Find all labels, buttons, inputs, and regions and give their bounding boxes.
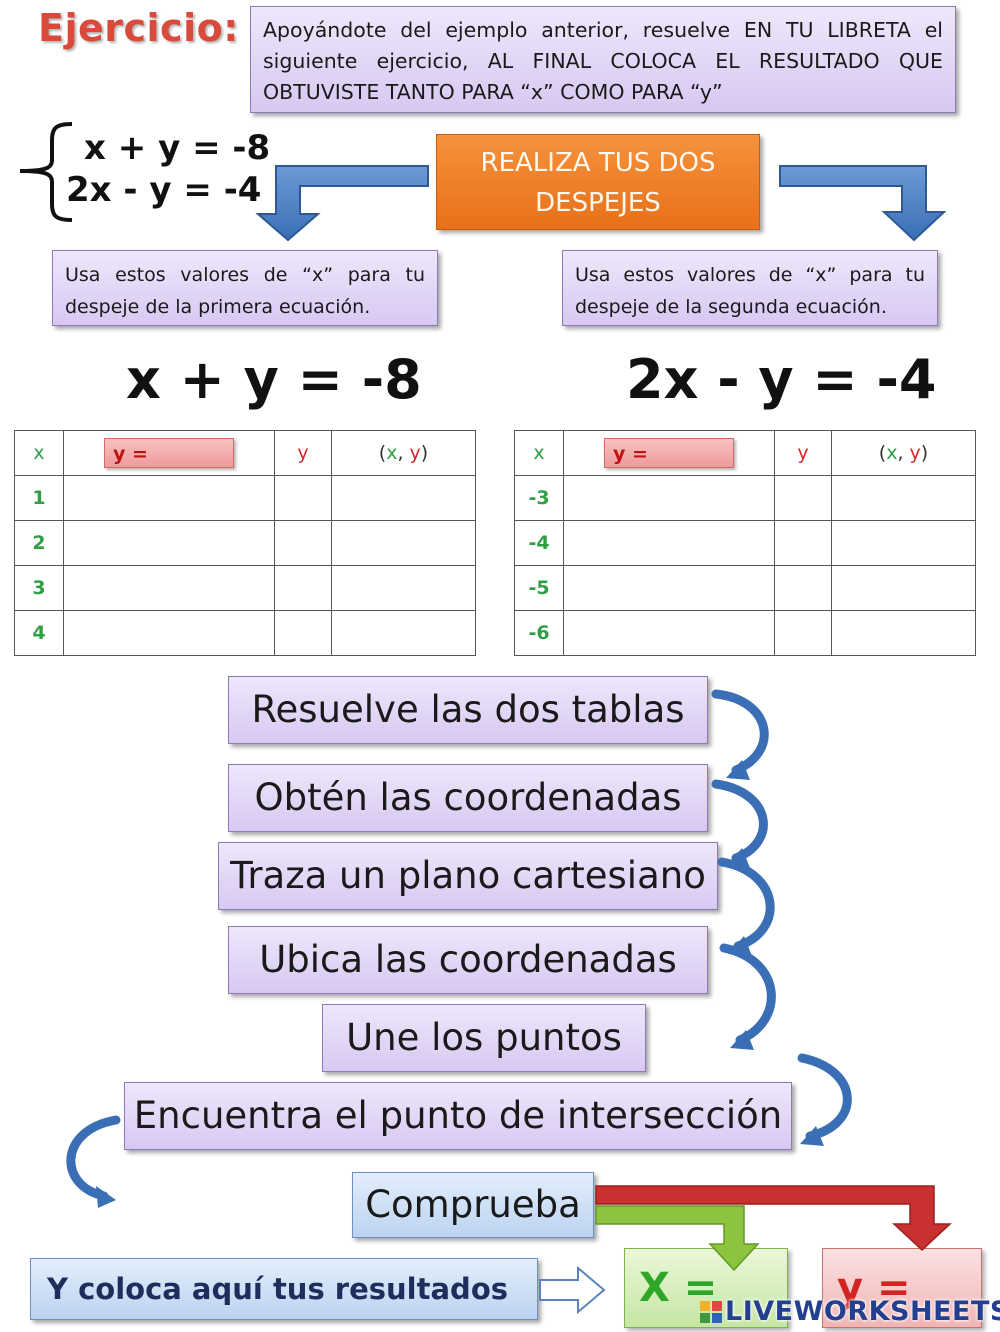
- table1-equation: x + y = -8: [126, 348, 422, 411]
- header-x: x: [514, 430, 564, 476]
- step-draw-plane: Traza un plano cartesiano: [218, 842, 718, 910]
- table-header-row: x y = y (x, y): [514, 430, 976, 476]
- brace-icon: [19, 122, 73, 222]
- pair-open: (: [878, 442, 887, 464]
- values-table-1: x y = y (x, y) 1 2 3 4: [14, 430, 476, 656]
- pair-x: x: [886, 442, 898, 464]
- x-value: -5: [514, 565, 564, 611]
- step-get-coordinates: Obtén las coordenadas: [228, 764, 708, 832]
- table-row: 4: [14, 610, 476, 656]
- y-result-field[interactable]: y =: [822, 1248, 982, 1328]
- system-equation-1: x + y = -8: [84, 128, 271, 168]
- y-cell[interactable]: [774, 610, 832, 656]
- step-join-points: Une los puntos: [322, 1004, 646, 1072]
- x-value: 1: [14, 475, 64, 521]
- table-header-row: x y = y (x, y): [14, 430, 476, 476]
- green-connector-arrow-icon: [595, 1205, 760, 1272]
- header-y: y: [274, 430, 332, 476]
- check-box: Comprueba: [352, 1172, 594, 1238]
- step-find-intersection: Encuentra el punto de intersección: [124, 1082, 792, 1150]
- y-equation-input[interactable]: y =: [104, 438, 234, 468]
- instructions-box: Apoyándote del ejemplo anterior, resuelv…: [250, 6, 956, 113]
- y-cell[interactable]: [774, 565, 832, 611]
- x-value: -4: [514, 520, 564, 566]
- outline-arrow-right-icon: [539, 1265, 606, 1315]
- red-connector-arrow-icon: [595, 1185, 952, 1252]
- table-row: 2: [14, 520, 476, 566]
- bent-arrow-left-icon: [255, 165, 429, 242]
- pair-open: (: [378, 442, 387, 464]
- pair-sep: ,: [897, 442, 910, 464]
- x-value: 4: [14, 610, 64, 656]
- y-cell[interactable]: [774, 520, 832, 566]
- pair-cell[interactable]: [831, 610, 976, 656]
- page-title: Ejercicio:: [38, 6, 239, 50]
- system-equation-2: 2x - y = -4: [66, 170, 262, 210]
- y-cell[interactable]: [774, 475, 832, 521]
- table2-equation: 2x - y = -4: [626, 348, 937, 411]
- header-x: x: [14, 430, 64, 476]
- y-equation-cell[interactable]: [63, 610, 275, 656]
- y-cell[interactable]: [274, 565, 332, 611]
- pair-cell[interactable]: [331, 610, 476, 656]
- step-place-coordinates: Ubica las coordenadas: [228, 926, 708, 994]
- y-equation-cell[interactable]: [63, 565, 275, 611]
- pair-sep: ,: [397, 442, 410, 464]
- header-pair: (x, y): [831, 430, 976, 476]
- y-equation-cell[interactable]: [563, 475, 775, 521]
- pair-cell[interactable]: [831, 475, 976, 521]
- table-row: -5: [514, 565, 976, 611]
- header-y: y: [774, 430, 832, 476]
- x-value: -3: [514, 475, 564, 521]
- pair-cell[interactable]: [331, 565, 476, 611]
- results-label: Y coloca aquí tus resultados: [30, 1258, 538, 1320]
- pair-y: y: [409, 442, 421, 464]
- header-y-equation: y =: [563, 430, 775, 476]
- x-value: -6: [514, 610, 564, 656]
- table-row: -6: [514, 610, 976, 656]
- table-row: -3: [514, 475, 976, 521]
- header-pair: (x, y): [331, 430, 476, 476]
- curved-arrow-icon: [66, 689, 852, 1201]
- y-equation-input[interactable]: y =: [604, 438, 734, 468]
- bent-arrow-right-icon: [779, 165, 947, 242]
- note-first-equation: Usa estos valores de “x” para tu despeje…: [52, 250, 438, 326]
- despejes-box: REALIZA TUS DOS DESPEJES: [436, 134, 760, 230]
- watermark-text: LIVEWORKSHEETS: [725, 1296, 1000, 1327]
- liveworksheets-watermark: LIVEWORKSHEETS: [700, 1296, 1000, 1327]
- liveworksheets-logo-icon: [700, 1301, 722, 1323]
- values-table-2: x y = y (x, y) -3 -4 -5 -6: [514, 430, 976, 656]
- pair-y: y: [909, 442, 921, 464]
- curved-arrow-head-icon: [96, 760, 824, 1208]
- pair-close: ): [420, 442, 429, 464]
- pair-close: ): [920, 442, 929, 464]
- note-second-equation: Usa estos valores de “x” para tu despeje…: [562, 250, 938, 326]
- step-resolve-tables: Resuelve las dos tablas: [228, 676, 708, 744]
- pair-x: x: [386, 442, 398, 464]
